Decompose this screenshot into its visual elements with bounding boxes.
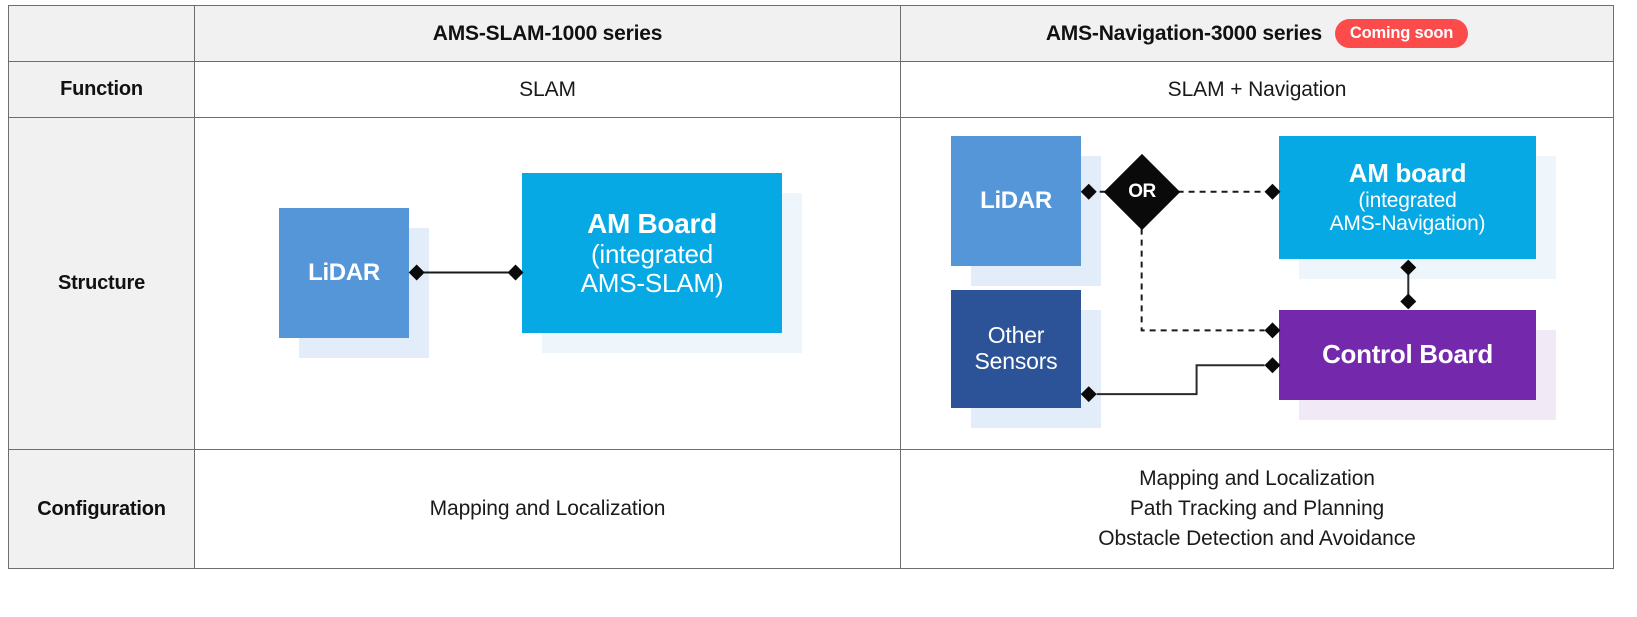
or-gate-label: OR — [1128, 181, 1156, 202]
connector-or-to-control-board — [1140, 217, 1265, 332]
am-board-box: AM Board (integrated AMS-SLAM) — [522, 173, 782, 333]
control-board-box: Control Board — [1279, 310, 1536, 400]
function-slam-value: SLAM — [194, 61, 901, 118]
header-slam-title: AMS-SLAM-1000 series — [432, 21, 663, 45]
nav-am-board-title: AM board — [1348, 158, 1467, 189]
nav-am-board-subtitle-line2: AMS-Navigation) — [1329, 212, 1486, 236]
am-board-title: AM Board — [587, 208, 717, 240]
other-sensors-box: Other Sensors — [951, 290, 1081, 408]
or-gate: OR — [1103, 153, 1181, 231]
configuration-navigation-line-2: Path Tracking and Planning — [1129, 497, 1385, 521]
function-navigation-value: SLAM + Navigation — [900, 61, 1614, 118]
table-row-configuration: Configuration Mapping and Localization M… — [8, 449, 1614, 569]
nav-lidar-box: LiDAR — [951, 136, 1081, 266]
header-blank-corner — [8, 5, 195, 62]
nav-am-board-box: AM board (integrated AMS-Navigation) — [1279, 136, 1536, 259]
other-sensors-label-line2: Sensors — [974, 348, 1058, 374]
connector-other-sensors-to-control-board — [1096, 364, 1265, 396]
diagram-slam: LiDAR AM Board (integrated AMS-SLAM) — [195, 118, 900, 449]
row-label-structure: Structure — [8, 117, 195, 450]
control-board-label: Control Board — [1322, 339, 1493, 370]
header-ams-slam-1000: AMS-SLAM-1000 series — [194, 5, 901, 62]
configuration-navigation-value: Mapping and Localization Path Tracking a… — [900, 449, 1614, 569]
nav-lidar-label: LiDAR — [980, 186, 1052, 214]
structure-slam-cell: LiDAR AM Board (integrated AMS-SLAM) — [194, 117, 901, 450]
table-row-function: Function SLAM SLAM + Navigation — [8, 61, 1614, 118]
configuration-navigation-line-3: Obstacle Detection and Avoidance — [1098, 526, 1416, 550]
spec-table: AMS-SLAM-1000 series AMS-Navigation-3000… — [8, 5, 1614, 569]
row-label-configuration: Configuration — [8, 449, 195, 569]
configuration-navigation-line-1: Mapping and Localization — [1139, 467, 1375, 491]
diagram-navigation: LiDAR Other Sensors AM board (integrated… — [901, 118, 1613, 449]
structure-navigation-cell: LiDAR Other Sensors AM board (integrated… — [900, 117, 1614, 450]
lidar-box-label: LiDAR — [308, 258, 380, 286]
connector-diamond-control-board-top — [1400, 293, 1417, 310]
lidar-box: LiDAR — [279, 208, 409, 338]
status-badge-coming-soon: Coming soon — [1334, 18, 1469, 49]
am-board-subtitle-line2: AMS-SLAM) — [580, 267, 724, 298]
configuration-slam-value: Mapping and Localization — [194, 449, 901, 569]
am-board-subtitle-line1: (integrated — [590, 238, 714, 269]
configuration-slam-line-1: Mapping and Localization — [429, 497, 666, 521]
header-ams-navigation-3000: AMS-Navigation-3000 series Coming soon — [900, 5, 1614, 62]
row-label-function: Function — [8, 61, 195, 118]
other-sensors-label-line1: Other — [987, 322, 1045, 349]
table-header-row: AMS-SLAM-1000 series AMS-Navigation-3000… — [8, 5, 1614, 62]
header-navigation-title: AMS-Navigation-3000 series — [1045, 21, 1322, 45]
nav-am-board-subtitle-line1: (integrated — [1358, 188, 1457, 212]
table-row-structure: Structure LiDAR AM Board (integrated AMS… — [8, 117, 1614, 450]
product-comparison-table: AMS-SLAM-1000 series AMS-Navigation-3000… — [0, 5, 1637, 617]
